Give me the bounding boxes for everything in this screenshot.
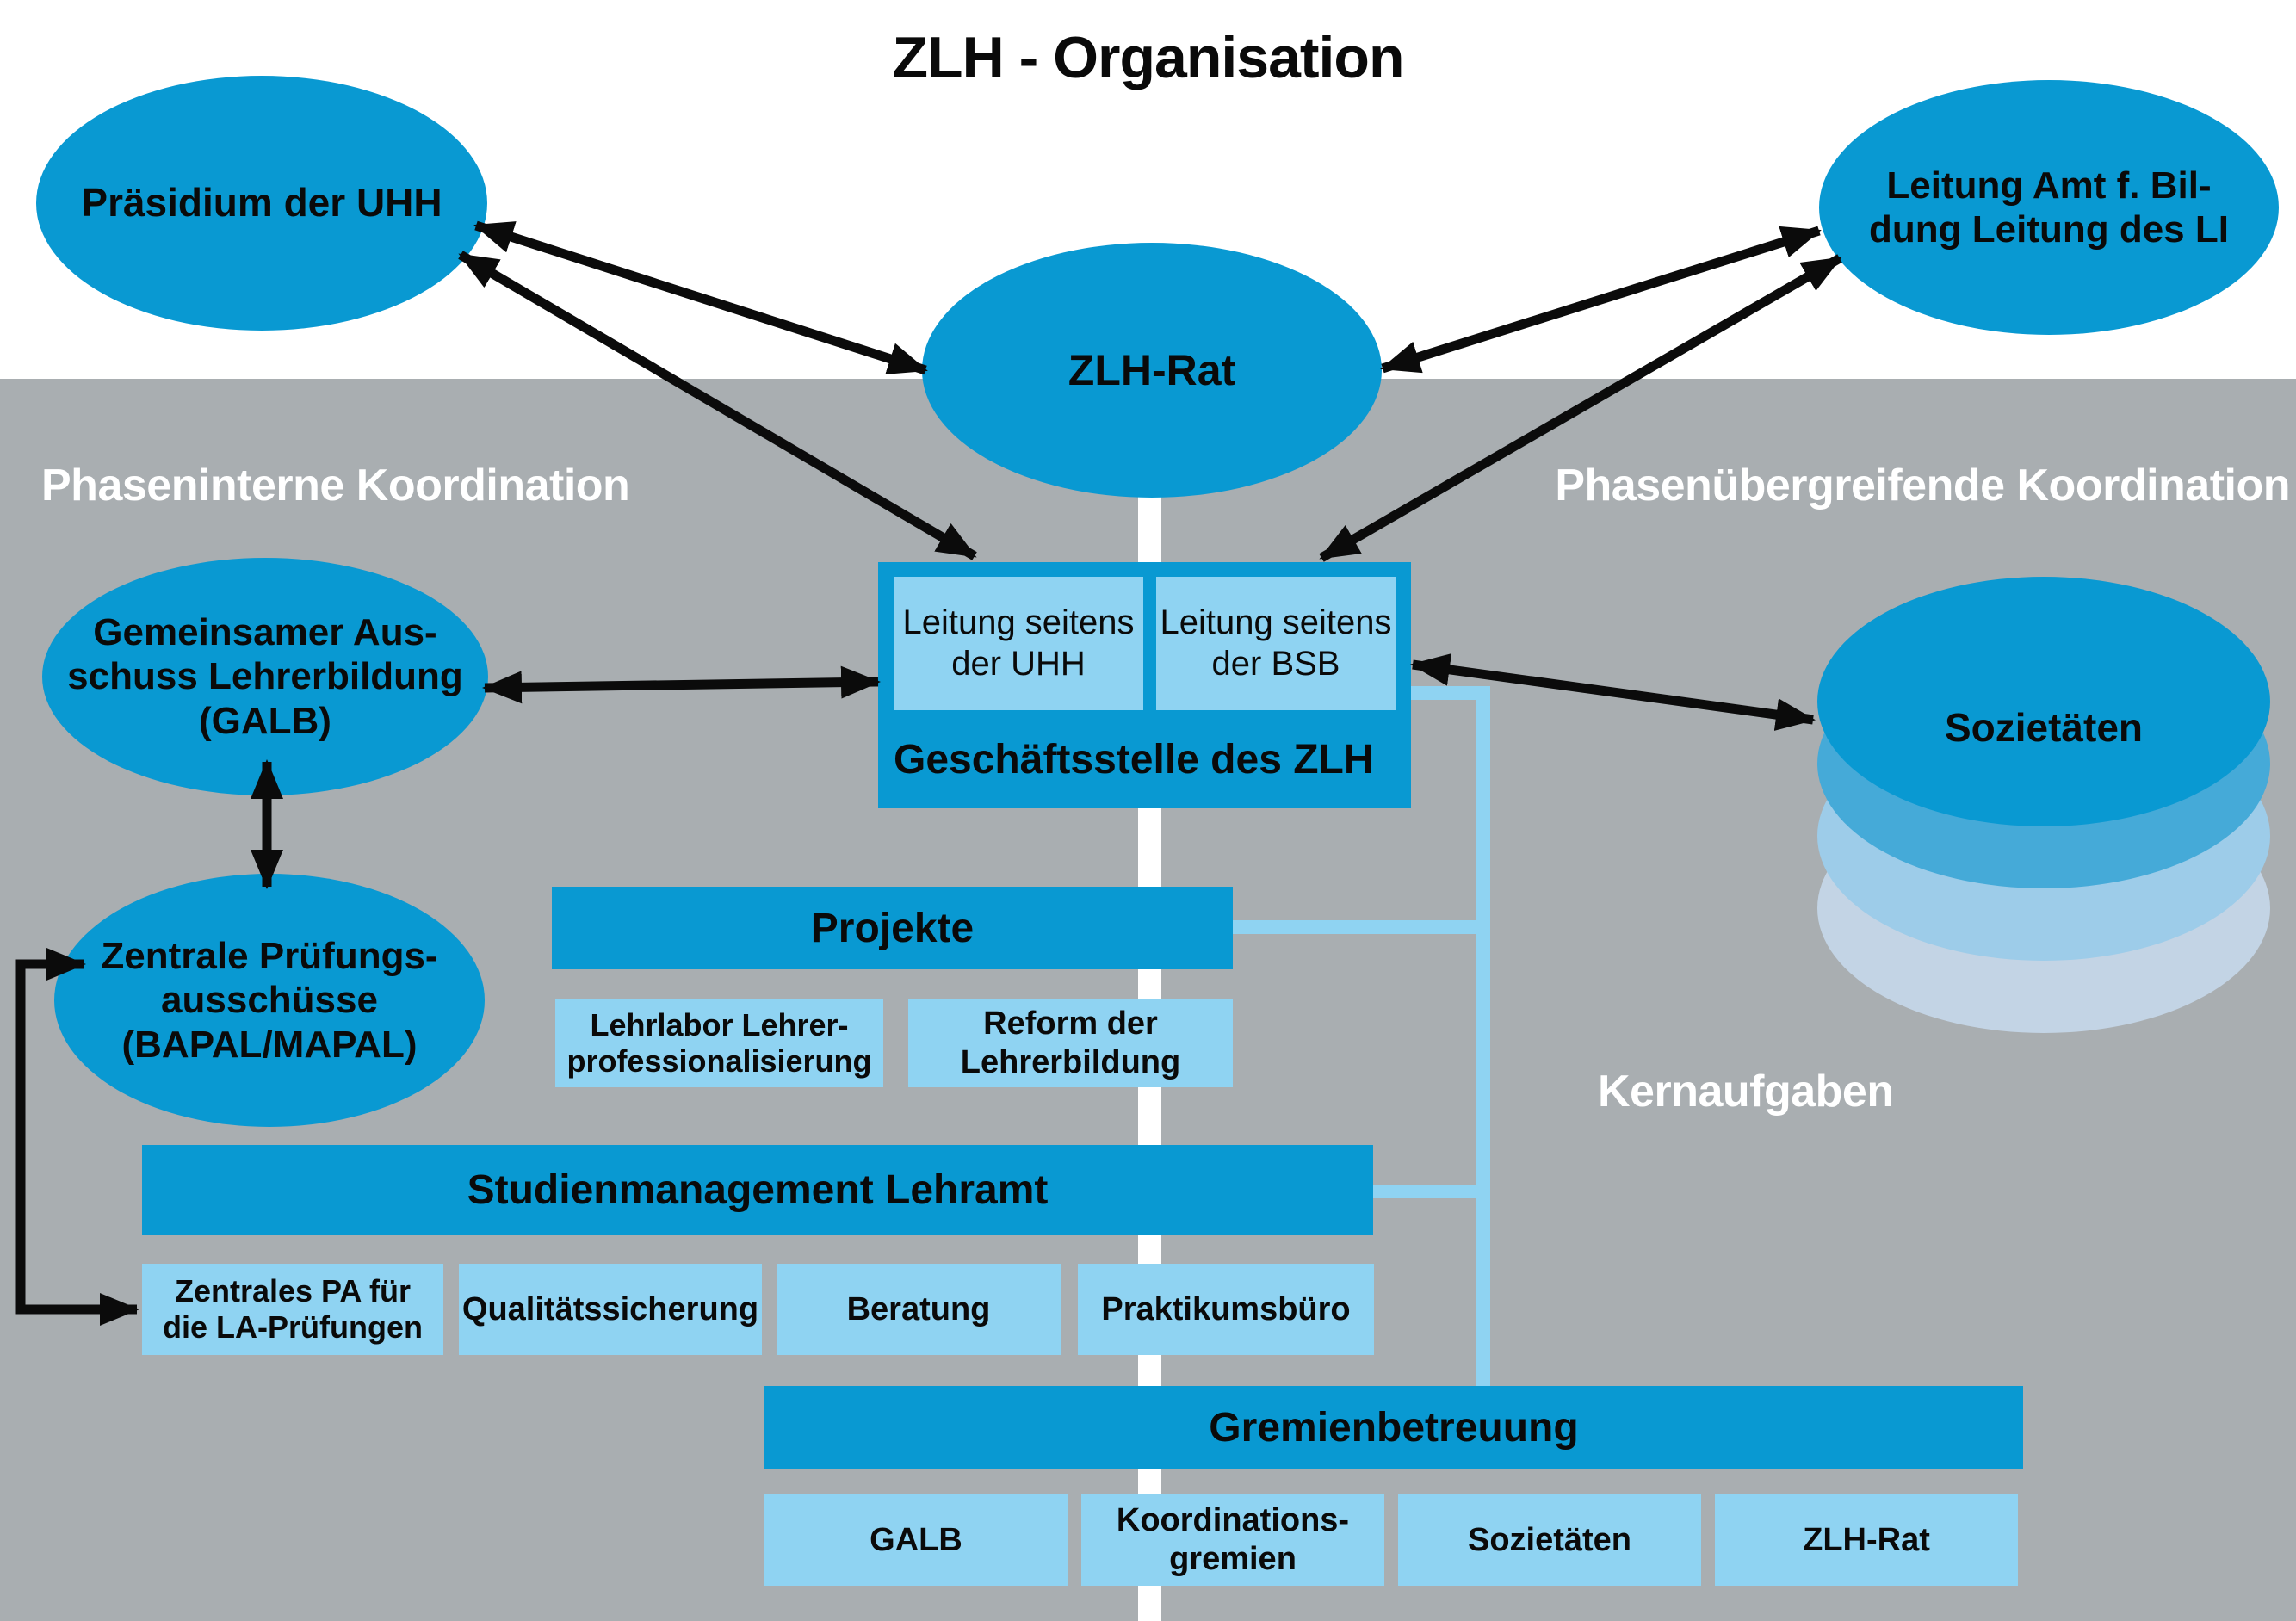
leitung-seitens-bsb-box: Leitung seitens der BSB [1156,577,1396,710]
leitung-seitens-uhh-label: Leitung seitens der UHH [902,603,1135,683]
node-sozietaeten-label: Sozietäten [1944,705,2144,750]
studienmanagement-item-qualitaetssicherung: Qualitätssicherung [459,1264,762,1355]
studienmanagement-item-zentrales-pa-label: Zentrales PA für die LA-Prüfungen [163,1272,423,1345]
leitung-seitens-bsb-label: Leitung seitens der BSB [1160,603,1392,683]
page-title: ZLH - Organisation [892,25,1405,90]
studienmanagement-item-zentrales-pa: Zentrales PA für die LA-Prüfungen [142,1264,443,1355]
node-galb-label: Gemeinsamer Aus- schuss Lehrerbildung (G… [67,611,463,742]
studienmanagement-item-praktikumsbuero-label: Praktikumsbüro [1101,1290,1351,1327]
projekte-item-reform-label: Reform der Lehrerbildung [960,1005,1181,1080]
gremien-item-koordinationsgremien-label: Koordinations- gremien [1116,1502,1350,1577]
arrow-leitungamt-zlhrat [1380,226,1822,374]
node-pruefungsausschuesse: Zentrale Prüfungs- ausschüsse (BAPAL/MAP… [54,874,485,1127]
projekte-bar: Projekte [552,887,1233,969]
node-praesidium-der-uhh: Präsidium der UHH [36,76,487,331]
node-leitung-amt-bildung: Leitung Amt f. Bil- dung Leitung des LI [1819,80,2279,335]
gremien-item-zlh-rat: ZLH-Rat [1715,1494,2018,1586]
node-sozietaeten: Sozietäten [1817,577,2270,826]
leitung-seitens-uhh-box: Leitung seitens der UHH [894,577,1143,710]
gremien-item-sozietaeten: Sozietäten [1398,1494,1701,1586]
node-zlh-rat: ZLH-Rat [922,243,1382,498]
zone-label-kernaufgaben: Kernaufgaben [1598,1067,1894,1117]
node-leitung-amt-label: Leitung Amt f. Bil- dung Leitung des LI [1869,164,2229,251]
node-pruefungsausschuesse-label: Zentrale Prüfungs- ausschüsse (BAPAL/MAP… [101,935,438,1066]
studienmanagement-bar: Studienmanagement Lehramt [142,1145,1373,1235]
gremienbetreuung-bar: Gremienbetreuung [764,1386,2023,1469]
studienmanagement-item-beratung-label: Beratung [846,1290,991,1327]
projekte-item-lehrlabor-label: Lehrlabor Lehrer- professionalisierung [566,1006,872,1079]
projekte-item-lehrlabor: Lehrlabor Lehrer- professionalisierung [555,999,883,1087]
arrow-praesidium-zlhrat [473,220,928,375]
studienmanagement-item-qualitaetssicherung-label: Qualitätssicherung [461,1290,759,1327]
gremien-item-koordinationsgremien: Koordinations- gremien [1081,1494,1384,1586]
zone-label-phasenuebergreifende: Phasenübergreifende Koordination [1555,461,2290,510]
gremien-item-zlh-rat-label: ZLH-Rat [1803,1521,1930,1558]
gremien-item-galb: GALB [764,1494,1068,1586]
studienmanagement-item-beratung: Beratung [777,1264,1061,1355]
studienmanagement-item-praktikumsbuero: Praktikumsbüro [1078,1264,1374,1355]
node-galb: Gemeinsamer Aus- schuss Lehrerbildung (G… [42,558,488,795]
gremien-item-sozietaeten-label: Sozietäten [1467,1521,1632,1558]
node-zlh-rat-label: ZLH-Rat [1068,346,1236,394]
geschaeftsstelle-title: Geschäftsstelle des ZLH [894,736,1374,783]
gremien-item-galb-label: GALB [870,1521,962,1558]
zone-label-phaseninterne: Phaseninterne Koordination [41,461,630,510]
projekte-item-reform: Reform der Lehrerbildung [908,999,1233,1087]
node-praesidium-label: Präsidium der UHH [81,180,442,226]
